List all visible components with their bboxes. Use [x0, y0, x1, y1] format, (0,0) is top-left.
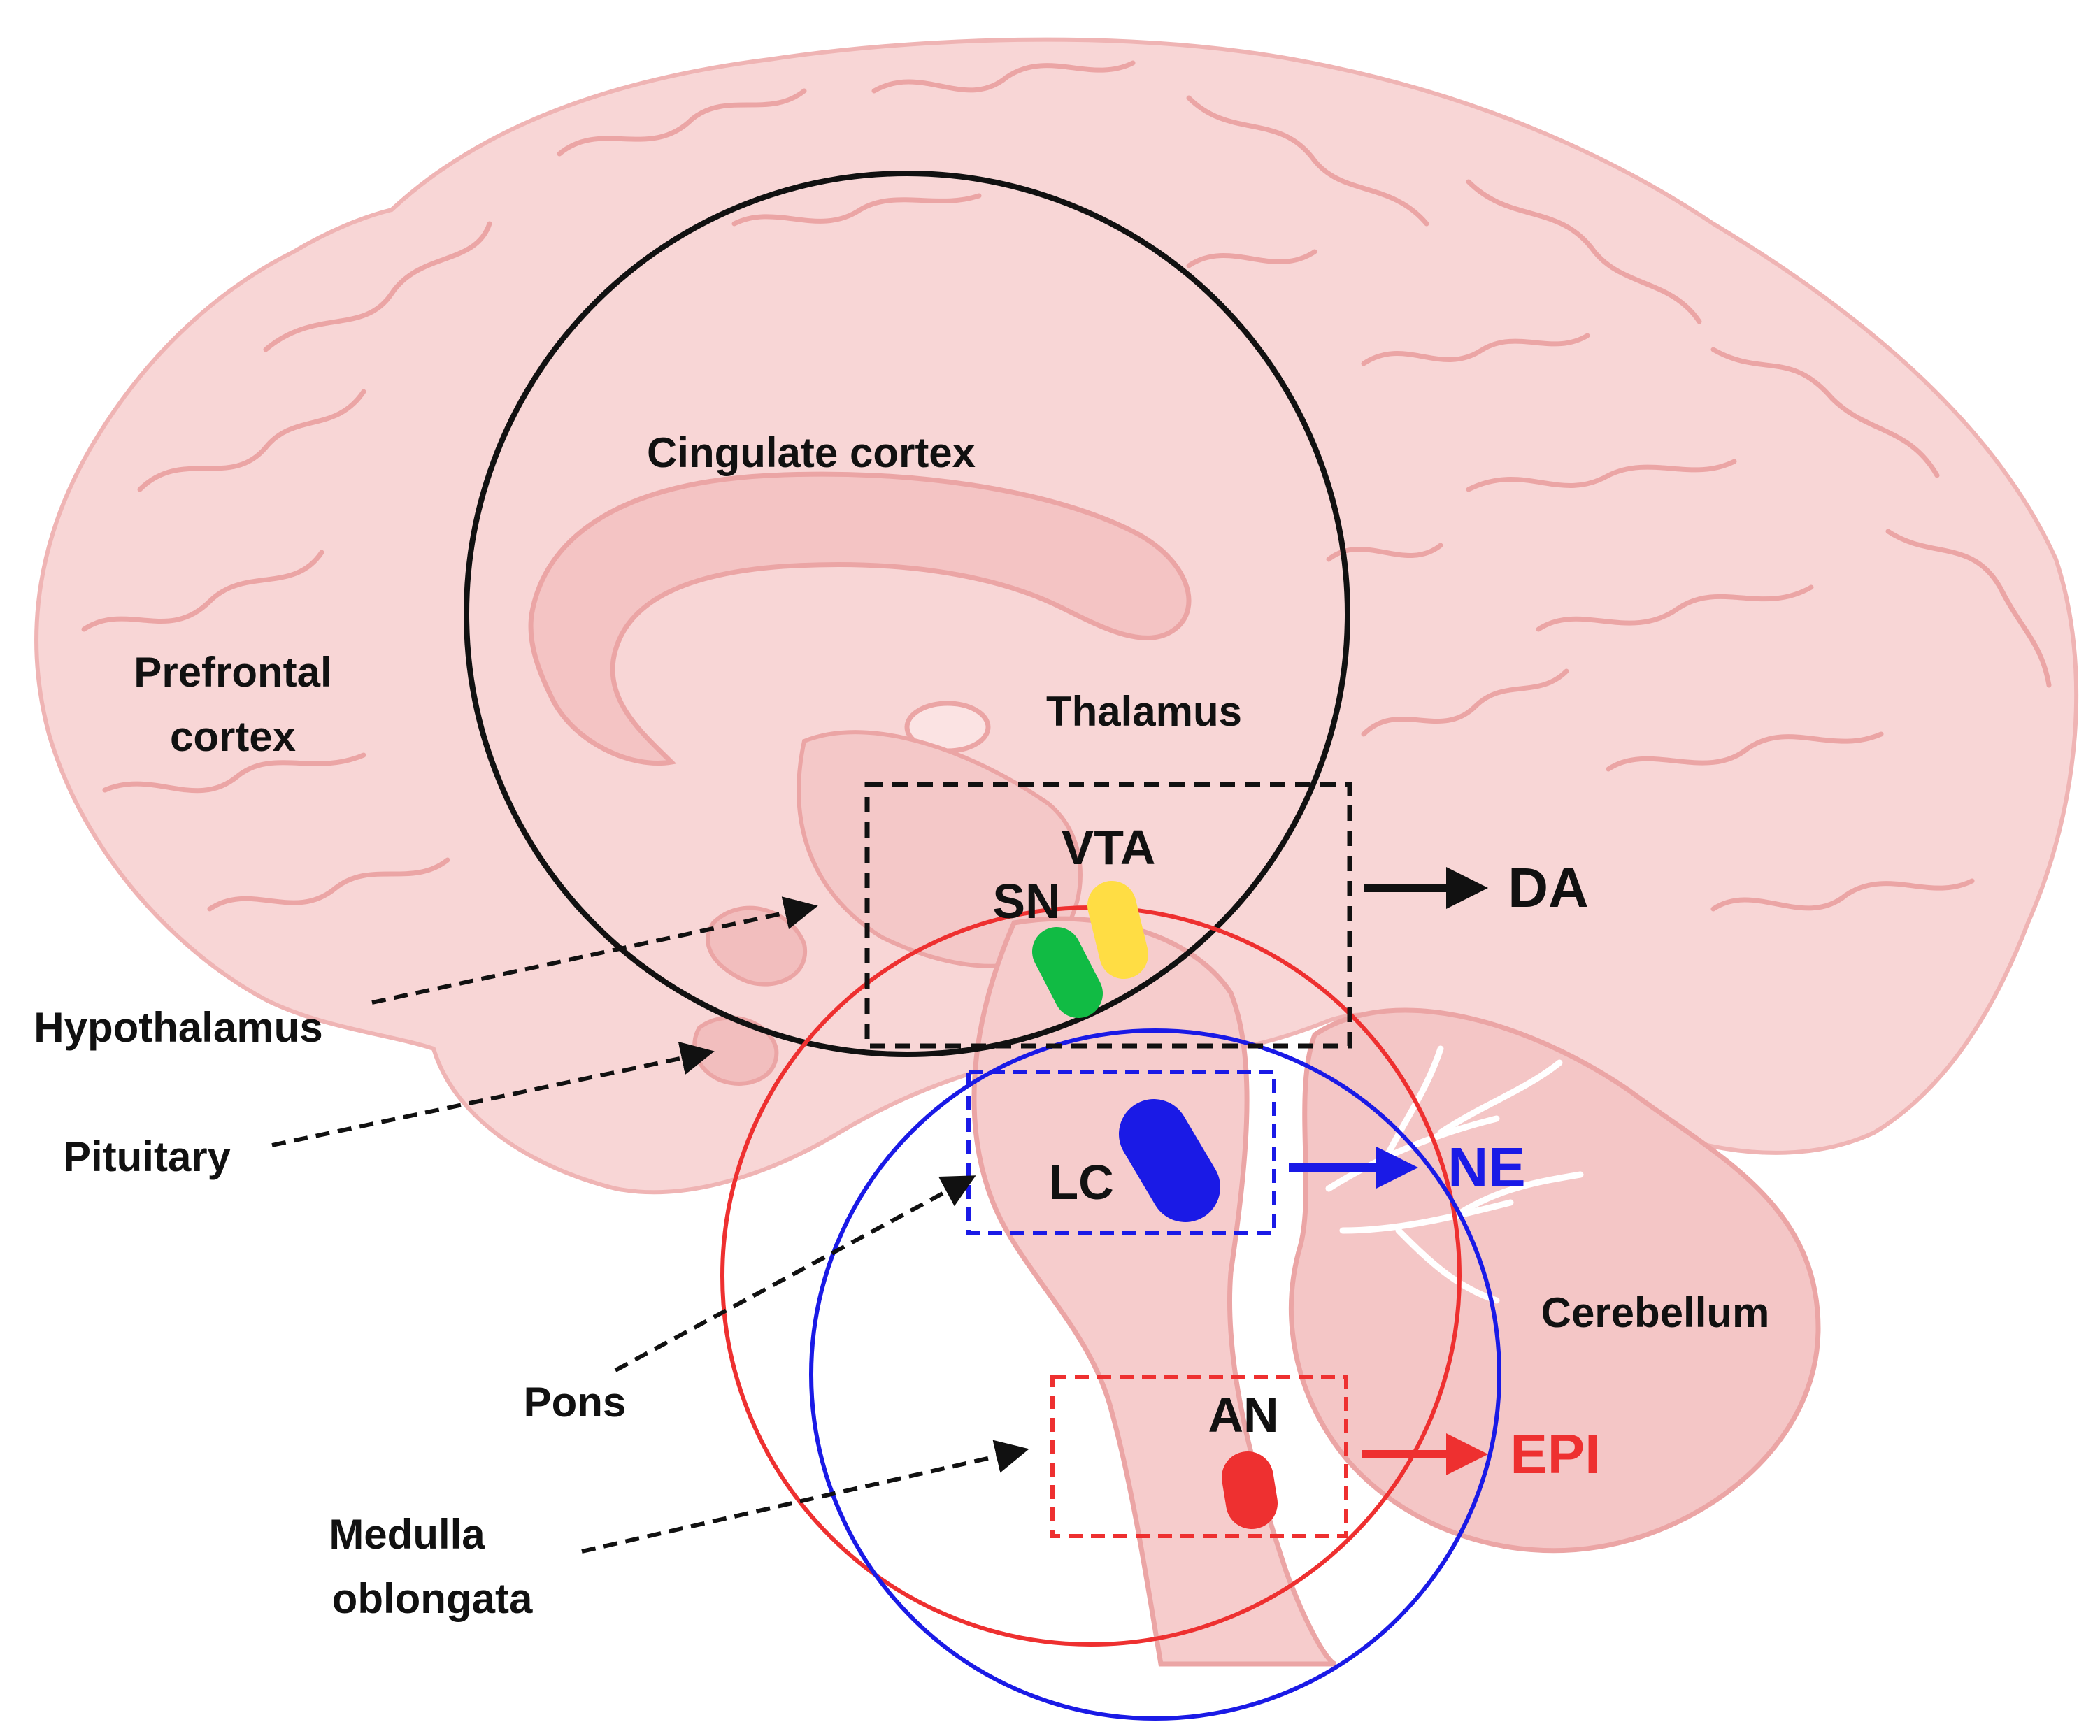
label-lc: LC [1048, 1155, 1113, 1210]
ne-box [966, 1070, 1276, 1235]
label-cingulate: Cingulate cortex [647, 429, 976, 476]
label-ne: NE [1448, 1136, 1525, 1198]
label-epi: EPI [1510, 1423, 1601, 1485]
corpus-callosum [528, 471, 1192, 766]
an-nucleus [1222, 1451, 1278, 1529]
label-prefrontal-line1: Prefrontal [134, 649, 331, 696]
label-an: AN [1208, 1388, 1278, 1442]
blue-circle [809, 1028, 1501, 1721]
label-thalamus: Thalamus [1046, 688, 1242, 735]
label-pons: Pons [524, 1379, 627, 1426]
label-hypothalamus: Hypothalamus [34, 1004, 322, 1051]
gyri-lines [81, 60, 2052, 912]
medulla-pointer [581, 1440, 1029, 1554]
label-medulla-line1: Medulla [329, 1511, 485, 1558]
da-box [864, 782, 1352, 1049]
label-da: DA [1508, 856, 1589, 919]
pituitary-shape [692, 1015, 779, 1086]
hypothalamus-pointer [371, 896, 818, 1005]
epi-box [1050, 1375, 1348, 1538]
cingulate-circle [464, 171, 1350, 1057]
lc-nucleus [1119, 1099, 1220, 1222]
cerebellum-shape [1289, 1007, 1821, 1554]
sn-nucleus [1032, 927, 1103, 1018]
label-medulla-line2: oblongata [332, 1575, 533, 1622]
label-vta: VTA [1062, 820, 1156, 875]
label-pituitary: Pituitary [63, 1133, 231, 1180]
brain-illustration [34, 37, 2079, 1667]
hypothalamus-shape [706, 905, 808, 987]
pons-pointer [614, 1175, 976, 1372]
label-prefrontal-line2: cortex [170, 713, 296, 760]
label-sn: SN [992, 874, 1060, 928]
label-cerebellum: Cerebellum [1541, 1289, 1770, 1336]
vta-nucleus [1087, 881, 1148, 979]
pituitary-pointer [271, 1042, 715, 1147]
